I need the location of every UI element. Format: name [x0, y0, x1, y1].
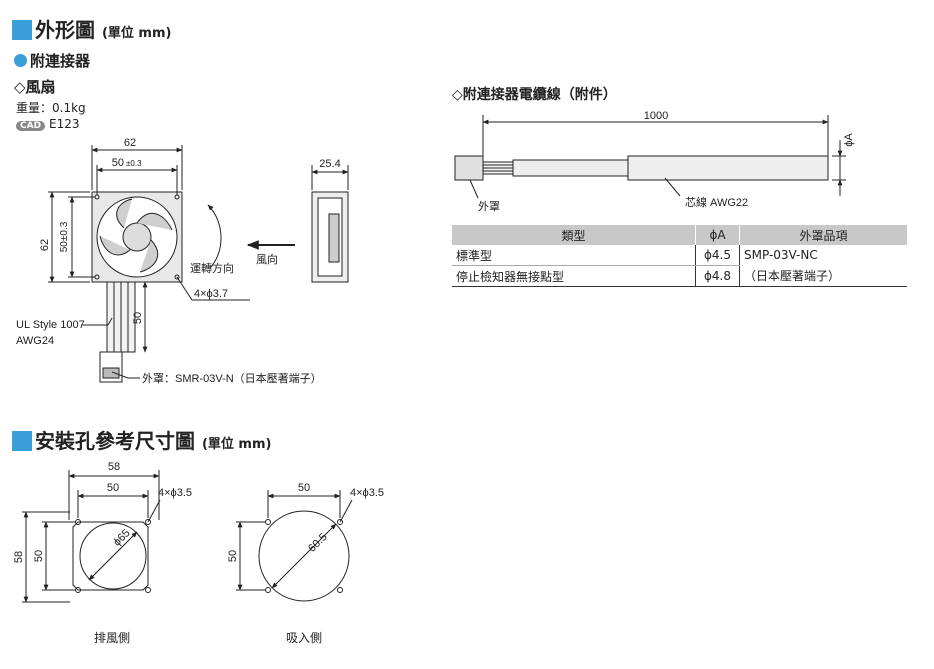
dim-fan-tol: ±0.3: [126, 159, 142, 168]
row-phi: ϕ4.8: [695, 265, 740, 287]
cable-label-1: UL Style 1007: [16, 319, 85, 331]
dim-exhaust-w-inner: 50: [107, 482, 119, 494]
dim-exhaust-h-outer: 58: [13, 551, 25, 563]
cable-housing-label: 外罩: [478, 200, 500, 213]
dim-fan-height: 62: [39, 239, 51, 251]
caption-exhaust: 排風側: [94, 631, 130, 645]
dim-intake-h-inner: 50: [227, 550, 239, 562]
dim-fan-width: 62: [124, 137, 136, 149]
header-type: 類型: [452, 225, 696, 245]
weight-text: 重量：0.1kg: [16, 101, 86, 115]
fan-heading: ◇風扇: [14, 78, 56, 96]
caption-intake: 吸入側: [286, 631, 322, 645]
row-part: SMP-03V-NC: [744, 248, 818, 263]
mount-exhaust-drawing: [22, 470, 161, 603]
connector-heading: 附連接器: [14, 50, 90, 71]
row-type: 停止檢知器無接點型: [452, 265, 696, 287]
dim-exhaust-holes: 4×ϕ3.5: [158, 487, 192, 499]
cable-drawing: [454, 115, 846, 199]
dim-lead-length: 50: [132, 312, 144, 324]
row-phi: ϕ4.5: [695, 245, 740, 266]
dim-exhaust-w-outer: 58: [108, 461, 120, 473]
table-row: 標準型 ϕ4.5 SMP-03V-NC: [452, 245, 907, 266]
cable-spec-table: 類型 ϕA 外罩品項 標準型 ϕ4.5 SMP-03V-NC 停止檢知器無接點型…: [452, 225, 907, 287]
rotation-label: 運轉方向: [190, 261, 234, 275]
header-part: 外罩品項: [739, 225, 907, 245]
dim-intake-w-inner: 50: [298, 482, 310, 494]
cable-core-label: 芯線 AWG22: [685, 195, 748, 209]
table-row: 停止檢知器無接點型 ϕ4.8 （日本壓著端子）: [452, 265, 907, 287]
table-header-row: 類型 ϕA 外罩品項: [452, 225, 907, 245]
fan-side-view: [246, 165, 349, 283]
cable-label-2: AWG24: [16, 335, 54, 347]
cad-code: E123: [49, 117, 80, 131]
dim-cable-length: 1000: [644, 110, 668, 122]
blue-square-icon: [12, 20, 32, 40]
dim-exhaust-h-inner: 50: [33, 550, 45, 562]
header-phi: ϕA: [695, 225, 740, 245]
section-title-outline: 外形圖 (單位 mm): [12, 14, 171, 43]
airflow-label: 風向: [256, 252, 278, 266]
cable-heading: ◇附連接器電纜線（附件）: [452, 87, 617, 103]
row-type: 標準型: [452, 245, 696, 266]
dim-intake-holes: 4×ϕ3.5: [350, 487, 384, 499]
dim-fan-inner-width: 50: [112, 157, 124, 169]
section-title-mounting: 安裝孔參考尺寸圖 (單位 mm): [12, 425, 271, 454]
dim-intake-dia: 60.5: [306, 531, 330, 555]
dim-fan-inner-height: 50±0.3: [59, 221, 70, 252]
dim-fan-holes: 4×ϕ3.7: [194, 288, 228, 300]
blue-square-icon: [12, 431, 32, 451]
dim-exhaust-dia: ϕ65: [111, 527, 133, 549]
mount-intake-drawing: [236, 490, 353, 602]
blue-dot-icon: [14, 54, 27, 67]
dim-phi-a: ϕA: [843, 133, 855, 147]
fan-front-view: [48, 145, 250, 383]
housing-label: 外罩：SMR-03V-N（日本壓著端子）: [142, 371, 322, 385]
cad-badge: CAD: [16, 121, 46, 131]
dim-fan-depth: 25.4: [319, 158, 340, 170]
row-part: （日本壓著端子）: [739, 265, 907, 287]
